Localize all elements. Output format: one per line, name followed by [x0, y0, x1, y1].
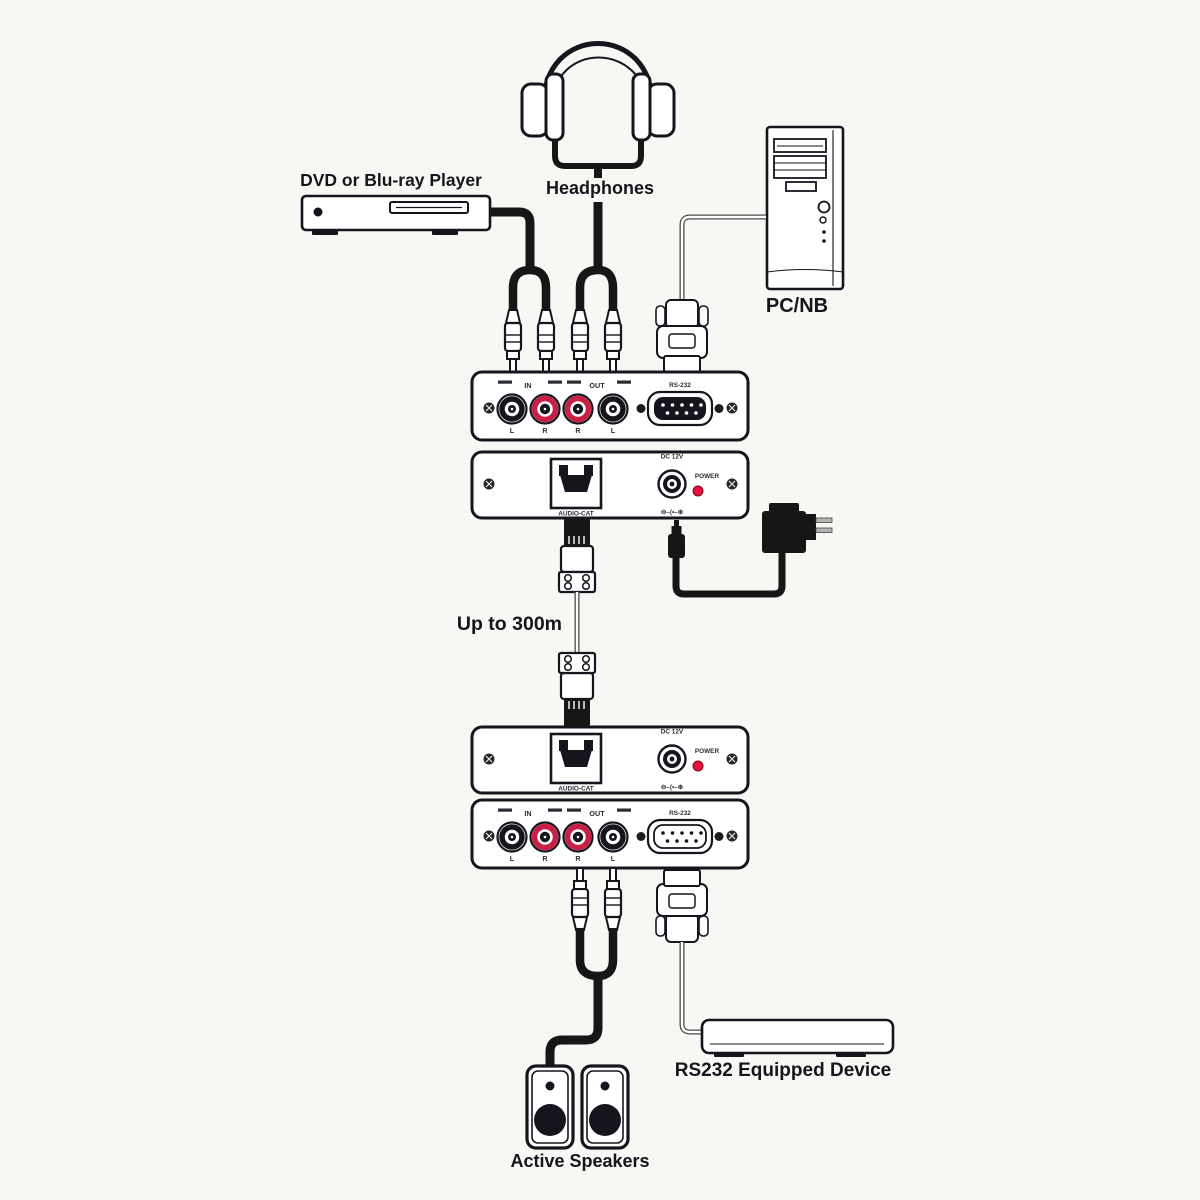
power-adapter-icon: [668, 503, 833, 598]
rs232-device-label: RS232 Equipped Device: [675, 1060, 891, 1081]
rca-jack-out-l: [599, 823, 628, 852]
jack-letter: L: [510, 854, 515, 863]
pc-power-button: [817, 200, 831, 214]
rs232-device-icon: [700, 1018, 895, 1057]
dc-jack: [657, 744, 687, 774]
panel-screw: [482, 477, 496, 491]
rj45-port: [549, 457, 603, 510]
speaker-audio-cable: [545, 928, 618, 1066]
power-led: [692, 760, 704, 772]
db9-connector-top: [655, 299, 709, 373]
dc12v-label: DC 12V: [661, 729, 684, 736]
panel-screw: [482, 829, 496, 843]
panel-screw: [482, 401, 496, 415]
out-label: OUT: [589, 381, 605, 390]
receiver-link-panel: AUDIO-CAT DC 12V ⊖–(•–⊕ POWER: [470, 725, 750, 795]
panel-screw: [725, 401, 739, 415]
polarity-symbol: ⊖–(•–⊕: [661, 784, 683, 791]
dvd-player-icon: [300, 194, 492, 235]
in-label: IN: [524, 381, 531, 390]
rs232-port-male: [636, 390, 724, 427]
power-cable: [672, 553, 786, 598]
distance-label: Up to 300m: [457, 613, 562, 635]
panel-screw: [725, 752, 739, 766]
headphones-label: Headphones: [546, 178, 654, 198]
pc-label: PC/NB: [766, 295, 828, 317]
plug-prong: [815, 527, 833, 533]
headphones-icon: [520, 41, 676, 178]
rca-plugs-bottom: [570, 866, 623, 932]
rca-jack-in-l: [498, 395, 527, 424]
jack-letter: R: [542, 854, 548, 863]
receiver-audio-panel: IN OUT L R R L RS-232: [470, 798, 750, 870]
db9-connector-bottom: [655, 869, 709, 943]
rca-jack-in-r: [531, 823, 560, 852]
dc-jack: [657, 469, 687, 499]
speaker-right: [580, 1064, 630, 1150]
panel-screw: [725, 477, 739, 491]
power-label: POWER: [695, 748, 720, 755]
rca-jack-in-l: [498, 823, 527, 852]
power-label: POWER: [695, 473, 720, 480]
jack-letter: R: [575, 426, 581, 435]
power-led: [692, 485, 704, 497]
panel-screw: [725, 829, 739, 843]
pc-serial-cable: [679, 214, 766, 300]
rj45-port: [549, 732, 603, 785]
dc12v-label: DC 12V: [661, 454, 684, 461]
in-label: IN: [524, 809, 531, 818]
rj45-plug-bottom: [557, 651, 597, 729]
transmitter-link-panel: AUDIO-CAT DC 12V ⊖–(•–⊕ POWER: [470, 450, 750, 520]
rs232-port-female: [636, 818, 724, 855]
plug-prong: [815, 517, 833, 523]
jack-letter: L: [510, 426, 515, 435]
transmitter-audio-panel: IN OUT L R R L RS-232: [470, 370, 750, 442]
rca-plugs-top: [503, 308, 623, 374]
audiocat-label: AUDIO-CAT: [558, 511, 593, 518]
pc-tower-icon: [765, 125, 845, 291]
dvd-player-label: DVD or Blu-ray Player: [300, 170, 482, 190]
rs232-port-label: RS-232: [669, 382, 691, 389]
jack-letter: R: [542, 426, 548, 435]
rs232-port-label: RS-232: [669, 810, 691, 817]
active-speakers-label: Active Speakers: [510, 1151, 649, 1171]
rca-jack-out-l: [599, 395, 628, 424]
speaker-left: [525, 1064, 575, 1150]
headphones-audio-cable: [575, 202, 618, 312]
jack-letter: L: [611, 854, 616, 863]
out-label: OUT: [589, 809, 605, 818]
panel-screw: [482, 752, 496, 766]
rj45-plug-top: [557, 516, 597, 594]
dvd-power-led: [313, 207, 323, 217]
rs232-serial-cable: [679, 942, 702, 1035]
rca-jack-out-r: [564, 823, 593, 852]
rca-jack-out-r: [564, 395, 593, 424]
dc-barrel-plug: [668, 534, 685, 558]
rca-jack-in-r: [531, 395, 560, 424]
jack-letter: L: [611, 426, 616, 435]
dvd-audio-cable: [490, 207, 551, 312]
active-speakers-icon: [525, 1064, 630, 1150]
audiocat-label: AUDIO-CAT: [558, 786, 593, 793]
polarity-symbol: ⊖–(•–⊕: [661, 509, 683, 516]
jack-letter: R: [575, 854, 581, 863]
